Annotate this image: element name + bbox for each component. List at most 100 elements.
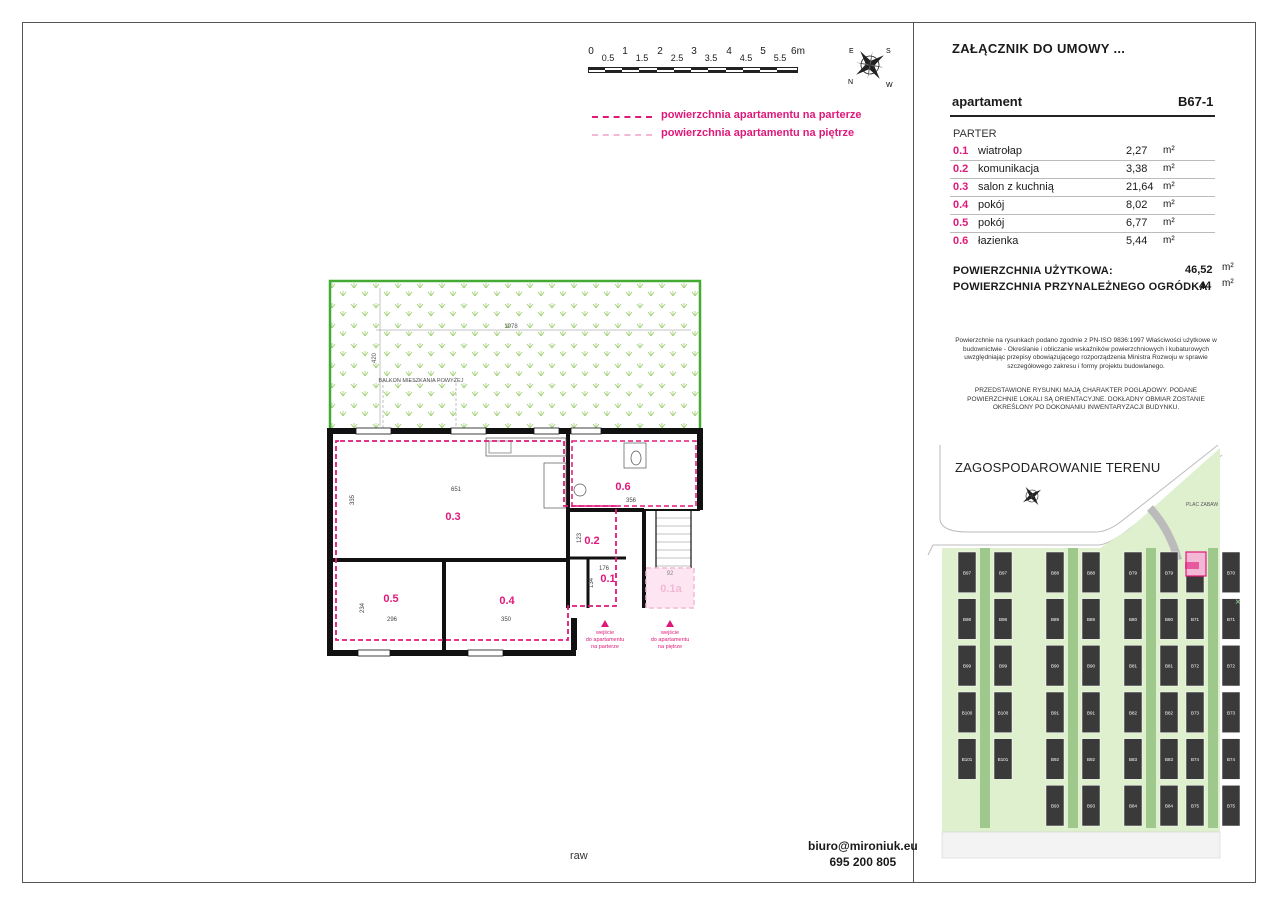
ground-floor-bath-outline — [571, 440, 697, 507]
room-number: 0.3 — [953, 181, 969, 193]
table-row: 0.1 wiatrołap 2,27 m² — [950, 143, 1215, 161]
site-building — [1123, 551, 1143, 593]
site-building — [1081, 551, 1101, 593]
site-building — [1159, 551, 1179, 593]
scale-sublabel: 5.5 — [773, 53, 787, 63]
staircase — [655, 510, 692, 570]
site-building — [1081, 691, 1101, 733]
site-building — [1221, 738, 1241, 780]
site-building-label: B70 — [1227, 570, 1236, 575]
floor-plan: 1078 420 BALKON MIESZKANIA POWYŻEJ — [326, 278, 716, 660]
table-row: 0.4 pokój 8,02 m² — [950, 197, 1215, 215]
room-area: 6,77 — [1126, 217, 1148, 229]
site-building-label: B97 — [999, 570, 1008, 575]
table-row: 0.6 łazienka 5,44 m² — [950, 233, 1215, 250]
room-number: 0.4 — [953, 199, 969, 211]
scale-sublabel: 1.5 — [635, 53, 649, 63]
room-name: komunikacja — [978, 163, 1040, 175]
site-building — [1081, 645, 1101, 687]
contact-phone[interactable]: 695 200 805 — [829, 855, 897, 869]
room5-width-dim: 296 — [387, 617, 398, 623]
room-label: 0.1 — [600, 573, 615, 585]
floor-legend: powierzchnia apartamentu na parterze pow… — [592, 108, 892, 144]
contact-email[interactable]: biuro@mironiuk.eu — [808, 839, 918, 853]
site-building — [1045, 598, 1065, 640]
site-building-label: B84 — [1129, 804, 1138, 809]
window — [533, 427, 560, 435]
room-area: 3,38 — [1126, 163, 1148, 175]
site-building — [957, 551, 977, 593]
site-building-label: B99 — [999, 664, 1008, 669]
garden-width-dim: 1078 — [504, 324, 518, 330]
scale-label: 4 — [726, 46, 732, 57]
room-number: 0.5 — [953, 217, 969, 229]
rooms-depth-dim: 234 — [360, 602, 366, 613]
ground-floor-area-outline — [335, 440, 617, 641]
table-row: 0.5 pokój 6,77 m² — [950, 215, 1215, 233]
room-unit: m² — [1163, 235, 1175, 246]
site-building-label: B92 — [1051, 757, 1060, 762]
site-building-label: B83 — [1165, 757, 1174, 762]
entry-upper-text: wejście — [660, 630, 679, 636]
garden-area — [328, 279, 702, 433]
site-building — [993, 738, 1013, 780]
green-strip — [1208, 548, 1218, 828]
compass-letter: W — [886, 82, 893, 89]
usable-area-unit: m² — [1222, 262, 1234, 273]
site-building-label: B93 — [1051, 804, 1060, 809]
room-number: 0.1 — [953, 145, 969, 157]
site-building — [1185, 738, 1205, 780]
site-building-label: B99 — [963, 664, 972, 669]
site-building — [993, 645, 1013, 687]
scale-sublabel: 2.5 — [670, 53, 684, 63]
scale-sublabel: 3.5 — [704, 53, 718, 63]
scale-sublabel: 0.5 — [601, 53, 615, 63]
corridor-depth-dim: 123 — [577, 532, 583, 543]
site-compass-icon — [1022, 486, 1042, 506]
scale-label: 0 — [588, 46, 594, 57]
window — [450, 427, 487, 435]
site-building — [993, 551, 1013, 593]
site-building-label: B80 — [1165, 617, 1174, 622]
entry-arrow-icon — [601, 620, 609, 627]
stair-width-dim: 92 — [667, 571, 674, 577]
site-building-label: B79 — [1165, 570, 1174, 575]
entry-ground-text: na parterze — [591, 644, 619, 650]
usable-area-label: POWIERZCHNIA UŻYTKOWA: — [953, 265, 1113, 277]
scale-label: 3 — [691, 46, 697, 57]
legend-line-upper — [592, 134, 652, 136]
site-building — [1123, 691, 1143, 733]
bath-width-dim: 356 — [626, 498, 637, 504]
highlighted-unit-small — [1185, 562, 1199, 569]
apartment-code: B67-1 — [1178, 94, 1214, 109]
site-building — [1081, 598, 1101, 640]
site-building-label: B97 — [963, 570, 972, 575]
site-building — [1123, 598, 1143, 640]
site-building-label: B82 — [1129, 710, 1138, 715]
site-building — [1159, 785, 1179, 827]
site-building-label: B75 — [1227, 804, 1236, 809]
room-area: 2,27 — [1126, 145, 1148, 157]
site-building — [1185, 691, 1205, 733]
site-building — [1159, 598, 1179, 640]
window — [357, 649, 391, 657]
site-building-label: B98 — [999, 617, 1008, 622]
site-building-label: B93 — [1087, 804, 1096, 809]
site-building — [1159, 645, 1179, 687]
contact-block: biuro@mironiuk.eu 695 200 805 — [808, 838, 918, 870]
room-area: 5,44 — [1126, 235, 1148, 247]
room-name: wiatrołap — [978, 145, 1023, 157]
entry-width-dim: 176 — [599, 566, 610, 572]
room-unit: m² — [1163, 163, 1175, 174]
room-unit: m² — [1163, 199, 1175, 210]
green-strip — [1068, 548, 1078, 828]
site-building — [1221, 691, 1241, 733]
site-building-label: B91 — [1087, 710, 1096, 715]
room-number: 0.2 — [953, 163, 969, 175]
legend-label-ground: powierzchnia apartamentu na parterze — [661, 109, 862, 121]
room-unit: m² — [1163, 217, 1175, 228]
disclaimer-note: PRZEDSTAWIONE RYSUNKI MAJĄ CHARAKTER POG… — [967, 387, 1205, 411]
legend-item-upper: powierzchnia apartamentu na piętrze — [592, 126, 892, 144]
footer-fragment: raw — [570, 850, 588, 862]
